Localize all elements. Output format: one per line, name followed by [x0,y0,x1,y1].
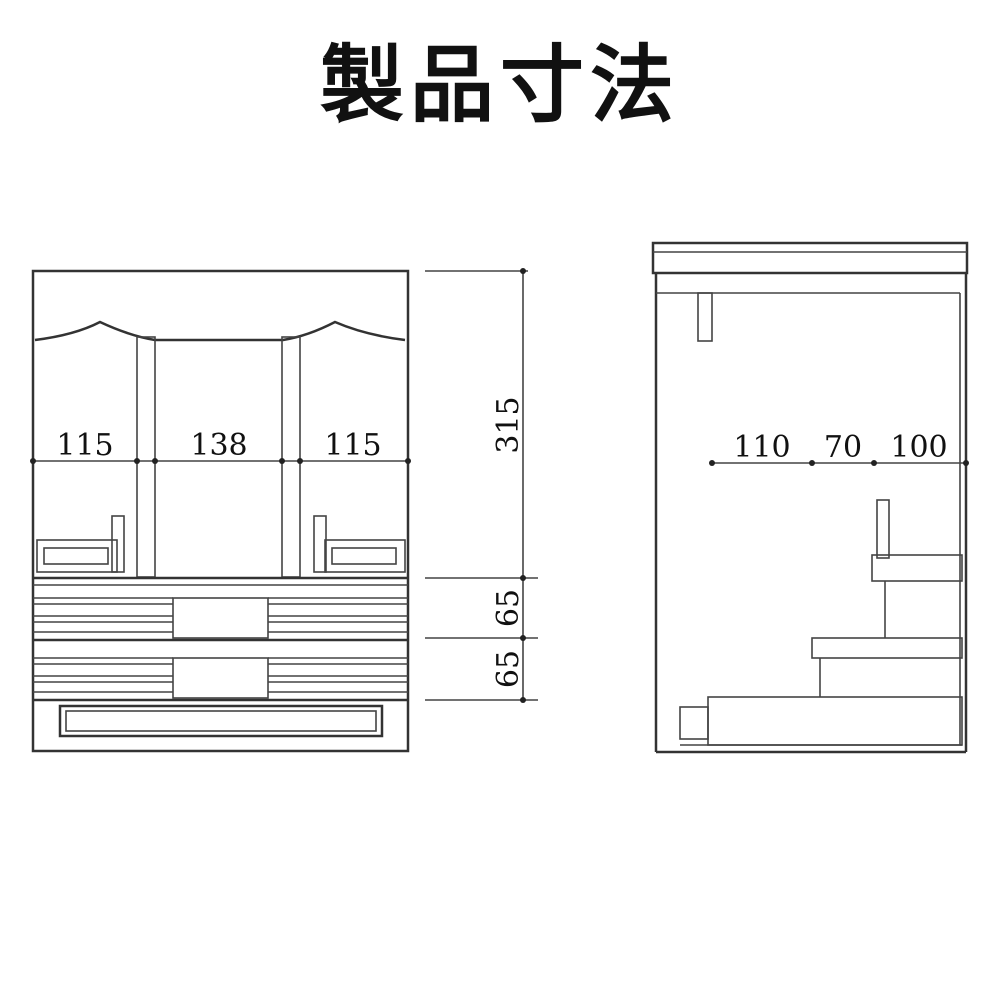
upper-step [871,554,963,582]
cabinet-outline [31,269,410,753]
upper-drawer-tier [33,597,408,639]
width-label-left: 115 [56,428,113,463]
drawer-height-label-lower: 65 [491,650,526,688]
right-plaque [324,539,406,573]
hanging-ornament [697,292,713,342]
upright-stand [876,499,890,559]
lower-step [707,696,963,746]
upper-drawer [172,597,269,639]
side-view: 110 70 100 [651,241,969,754]
canopy-edge [34,320,406,342]
width-label-right: 115 [324,428,381,463]
left-pillar [136,336,156,578]
right-stand [313,515,327,573]
depth-label-middle: 70 [824,430,862,465]
drawer-knob [679,706,709,740]
top-roof [651,241,969,275]
right-pillar [281,336,301,578]
front-view: 115 138 115 315 65 65 [30,268,538,753]
height-label: 315 [491,396,526,453]
width-label-center: 138 [190,428,247,463]
lower-drawer [172,657,269,699]
depth-label-back: 100 [890,430,947,465]
depth-label-front: 110 [733,430,790,465]
page-title: 製品寸法 [319,35,680,134]
middle-step [811,637,963,659]
left-plaque [36,539,118,573]
base-drawer [58,704,384,738]
left-stand [111,515,125,573]
drawer-height-label-upper: 65 [491,589,526,627]
lower-drawer-tier [33,657,408,699]
